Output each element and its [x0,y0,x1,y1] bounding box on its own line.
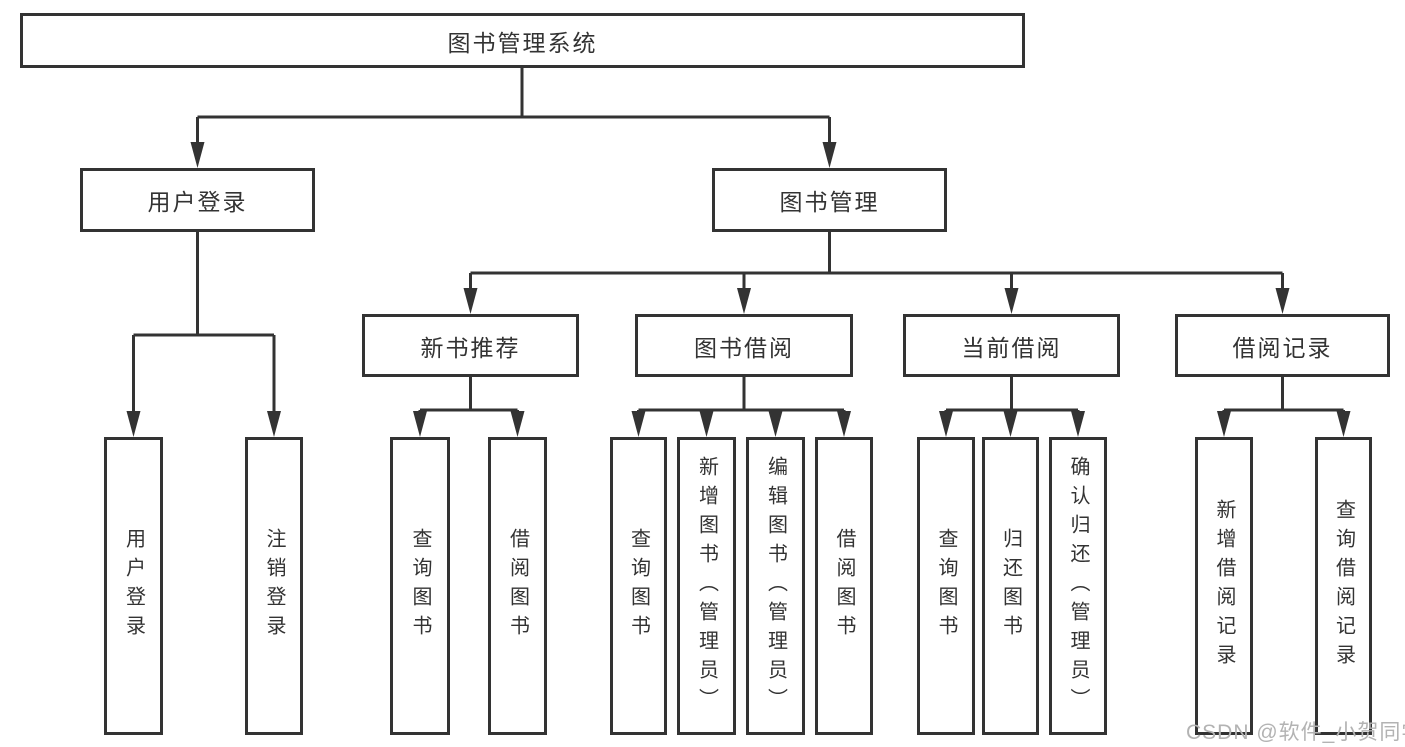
arrowhead [126,411,141,437]
node-label: 图书借阅 [694,334,794,361]
leaf-label: 确认归还（管理员） [1067,455,1089,717]
leaf-label: 查询图书 [627,528,650,644]
arrowhead [768,411,783,437]
leaf-label: 查询图书 [935,528,957,644]
node-new-book-recommend: 新书推荐 [362,314,579,377]
leaf-label: 借阅图书 [506,528,529,644]
arrowhead [413,411,427,437]
arrowhead [939,411,953,437]
node-library-management-system: 图书管理系统 [20,13,1025,68]
connector-recommend-to-leaves [418,377,519,418]
connector-records-to-leaves [1222,377,1345,418]
leaf-query-books-borrow: 查询图书 [610,437,667,735]
leaf-borrow-books: 借阅图书 [815,437,873,735]
arrowhead [1275,288,1290,314]
leaf-label: 新增图书（管理员） [695,455,718,717]
arrowhead [463,288,478,314]
connector-borrow-to-leaves [637,377,846,418]
node-label: 借阅记录 [1232,334,1333,361]
node-current-borrow: 当前借阅 [903,314,1120,377]
leaf-edit-books-admin: 编辑图书（管理员） [746,437,805,735]
node-label: 当前借阅 [961,334,1062,361]
node-book-management: 图书管理 [712,168,947,232]
leaf-add-books-admin: 新增图书（管理员） [677,437,736,735]
arrowhead [631,411,646,437]
leaf-logout: 注销登录 [245,437,303,735]
node-label: 图书管理 [779,189,880,215]
leaf-label: 归还图书 [999,528,1022,644]
leaf-label: 用户登录 [122,528,145,644]
leaf-label: 新增借阅记录 [1213,499,1235,673]
node-label: 用户登录 [147,189,248,215]
connector-book-mgmt-to-level3 [469,232,1284,292]
node-user-login: 用户登录 [80,168,315,232]
leaf-query-books-recommend: 查询图书 [390,437,450,735]
watermark: CSDN @软件_小贺同学 [1186,721,1405,744]
node-label: 图书管理系统 [447,29,598,56]
arrowhead [1336,411,1351,437]
node-label: 新书推荐 [420,334,521,361]
leaf-label: 编辑图书（管理员） [764,455,787,717]
leaf-confirm-return-admin: 确认归还（管理员） [1049,437,1107,735]
leaf-label: 查询借阅记录 [1332,499,1355,673]
arrowhead [1003,411,1018,437]
arrowhead [190,142,205,168]
arrowhead [510,411,525,437]
leaf-label: 查询图书 [409,528,431,644]
leaf-return-books: 归还图书 [982,437,1039,735]
leaf-query-books-current: 查询图书 [917,437,975,735]
leaf-borrow-books-recommend: 借阅图书 [488,437,547,735]
arrowhead [267,411,281,437]
connector-user-login-to-leaves [132,232,276,415]
leaf-user-login: 用户登录 [104,437,163,735]
connector-root-to-level2 [196,68,831,148]
leaf-add-borrow-record: 新增借阅记录 [1195,437,1253,735]
leaf-label: 注销登录 [263,528,285,644]
node-borrow-records: 借阅记录 [1175,314,1390,377]
node-book-borrow: 图书借阅 [635,314,853,377]
arrowhead [837,411,851,437]
arrowhead [822,142,837,168]
arrowhead [737,288,751,314]
leaf-label: 借阅图书 [833,528,855,644]
arrowhead [699,411,714,437]
leaf-query-borrow-record: 查询借阅记录 [1315,437,1372,735]
arrowhead [1071,411,1085,437]
arrowhead [1217,411,1231,437]
arrowhead [1004,288,1019,314]
